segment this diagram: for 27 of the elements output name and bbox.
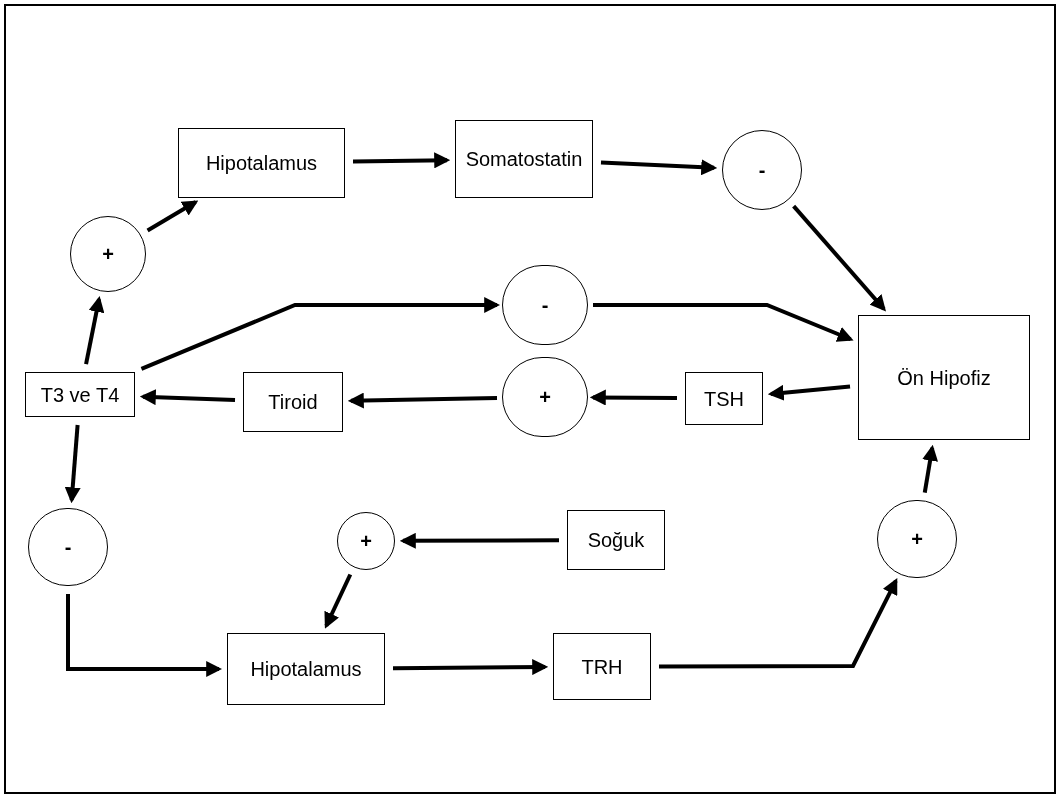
arrow (392, 659, 549, 676)
arrow (84, 295, 105, 365)
arrow (66, 594, 223, 677)
arrow (922, 444, 938, 493)
arrow (399, 532, 559, 549)
arrow (146, 200, 199, 233)
process-box: Hipotalamus (178, 128, 345, 198)
arrow (792, 204, 886, 312)
arrow (347, 392, 498, 409)
arrow (140, 297, 501, 371)
arrow (324, 573, 353, 629)
arrow (767, 384, 851, 401)
process-box: TSH (685, 372, 763, 425)
process-box: Ön Hipofiz (858, 315, 1030, 440)
process-box: T3 ve T4 (25, 372, 135, 417)
arrow (659, 578, 898, 669)
process-box: Hipotalamus (227, 633, 385, 705)
arrow (593, 303, 854, 342)
process-box: TRH (553, 633, 651, 700)
arrow (64, 424, 81, 504)
arrow (600, 159, 718, 176)
process-box: Tiroid (243, 372, 343, 432)
arrow (139, 389, 236, 406)
process-box: Somatostatin (455, 120, 593, 198)
process-box: Soğuk (567, 510, 665, 570)
arrow (589, 389, 678, 406)
arrow (352, 152, 451, 169)
